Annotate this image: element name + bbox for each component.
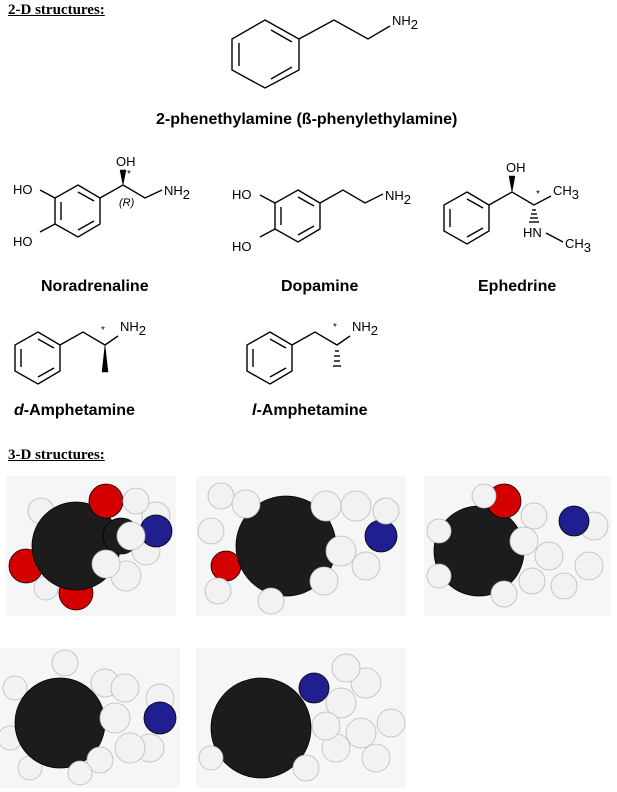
- h-atom-sphere: [550, 572, 578, 600]
- h-atom-sphere: [197, 517, 225, 545]
- h-atom-sphere: [2, 675, 28, 701]
- h-atom-sphere: [311, 711, 341, 741]
- h-atom-sphere: [325, 687, 357, 719]
- h-atom-sphere: [426, 518, 452, 544]
- n-atom-sphere: [364, 519, 398, 553]
- h-atom-sphere: [116, 521, 146, 551]
- nmethyl-label: CH3: [565, 236, 591, 255]
- ephedrine-name: Ephedrine: [478, 278, 557, 295]
- h-atom-sphere: [490, 580, 518, 608]
- stereo-marker: *: [536, 189, 540, 200]
- h-atom-sphere: [114, 732, 146, 764]
- h-atom-sphere: [325, 535, 357, 567]
- h-atom-sphere: [99, 702, 131, 734]
- ho-bottom-label: HO: [232, 239, 252, 254]
- hash-bond: [529, 209, 539, 223]
- h-atom-sphere: [345, 717, 377, 749]
- o-atom-sphere: [210, 550, 242, 582]
- stereo-marker: *: [333, 322, 337, 333]
- h-atom-sphere: [350, 667, 382, 699]
- h-atom-sphere: [51, 649, 79, 677]
- dopamine-name: Dopamine: [281, 278, 359, 295]
- amine-label: NH2: [164, 183, 190, 202]
- l-prefix: l: [252, 402, 257, 419]
- nh-label: HN: [523, 225, 542, 240]
- d-amphetamine-structure: * NH2: [14, 319, 146, 385]
- oh-label: OH: [116, 154, 136, 169]
- h-atom-sphere: [509, 526, 539, 556]
- d-amphetamine-name: d-Amphetamine: [14, 402, 135, 420]
- wedge-bond: [508, 175, 516, 193]
- methyl-label: CH3: [553, 183, 579, 202]
- h-atom-sphere: [372, 497, 400, 525]
- ho-top-label: HO: [13, 182, 33, 197]
- h-atom-sphere: [534, 541, 564, 571]
- l-amphetamine-name: l-Amphetamine: [252, 402, 368, 420]
- h-atom-sphere: [91, 549, 121, 579]
- h-atom-sphere: [520, 502, 548, 530]
- h-atom-sphere: [361, 743, 391, 773]
- stereo-marker: *: [101, 325, 105, 336]
- dopamine-structure: HO HO NH2: [232, 187, 411, 254]
- h-atom-sphere: [198, 745, 224, 771]
- noradrenaline-3d-model: [6, 476, 176, 616]
- c-atom-sphere: [210, 677, 312, 779]
- h-atom-sphere: [518, 567, 546, 595]
- h-atom-sphere: [67, 760, 93, 786]
- oh-label: OH: [506, 160, 526, 175]
- h-atom-sphere: [86, 746, 114, 774]
- amine-label: NH2: [385, 188, 411, 207]
- hash-bond: [333, 350, 341, 367]
- n-atom-sphere: [298, 672, 330, 704]
- d-amphetamine-3d-model: [0, 648, 180, 788]
- h-atom-sphere: [471, 483, 497, 509]
- d-prefix: d: [14, 402, 24, 419]
- h-atom-sphere: [207, 482, 235, 510]
- heading-3d-structures: 3-D structures:: [8, 447, 105, 463]
- ephedrine-structure: OH * CH3 HN CH3: [443, 160, 591, 255]
- n-atom-sphere: [139, 514, 173, 548]
- l-amphetamine-3d-model: [196, 648, 406, 788]
- amphetamine-suffix: -Amphetamine: [256, 402, 368, 419]
- h-atom-sphere: [292, 754, 320, 782]
- noradrenaline-name: Noradrenaline: [41, 278, 149, 295]
- wedge-bond: [101, 344, 109, 373]
- h-atom-sphere: [426, 563, 452, 589]
- h-atom-sphere: [340, 490, 372, 522]
- h-atom-sphere: [309, 566, 339, 596]
- h-atom-sphere: [574, 551, 604, 581]
- amine-label: NH2: [392, 13, 418, 32]
- h-atom-sphere: [231, 489, 261, 519]
- amine-label: NH2: [352, 319, 378, 338]
- h-atom-sphere: [376, 708, 406, 738]
- benzene-ring: [231, 19, 300, 89]
- ethyl-chain: [298, 19, 391, 40]
- h-atom-sphere: [122, 487, 150, 515]
- h-atom-sphere: [331, 653, 361, 683]
- h-atom-sphere: [310, 490, 342, 522]
- heading-2d-structures: 2-D structures:: [8, 2, 105, 18]
- stereo-marker: *: [127, 169, 131, 180]
- phenethylamine-name: 2-phenethylamine (ß-phenylethylamine): [156, 111, 458, 128]
- amine-label: NH2: [120, 319, 146, 338]
- h-atom-sphere: [204, 577, 232, 605]
- amphetamine-suffix: -Amphetamine: [23, 402, 135, 419]
- dopamine-3d-model: [196, 476, 406, 616]
- config-label: (R): [119, 197, 135, 209]
- ho-bottom-label: HO: [13, 234, 33, 249]
- h-atom-sphere: [110, 673, 140, 703]
- phenethylamine-structure: NH2: [231, 13, 418, 89]
- ho-top-label: HO: [232, 187, 252, 202]
- l-amphetamine-structure: * NH2: [246, 319, 378, 385]
- noradrenaline-structure: HO HO OH * (R) NH2: [13, 154, 190, 249]
- h-atom-sphere: [351, 551, 381, 581]
- o-atom-sphere: [88, 483, 124, 519]
- wedge-bond: [119, 169, 127, 186]
- n-atom-sphere: [143, 701, 177, 735]
- n-atom-sphere: [558, 505, 590, 537]
- ephedrine-3d-model: [424, 476, 611, 616]
- h-atom-sphere: [257, 587, 285, 615]
